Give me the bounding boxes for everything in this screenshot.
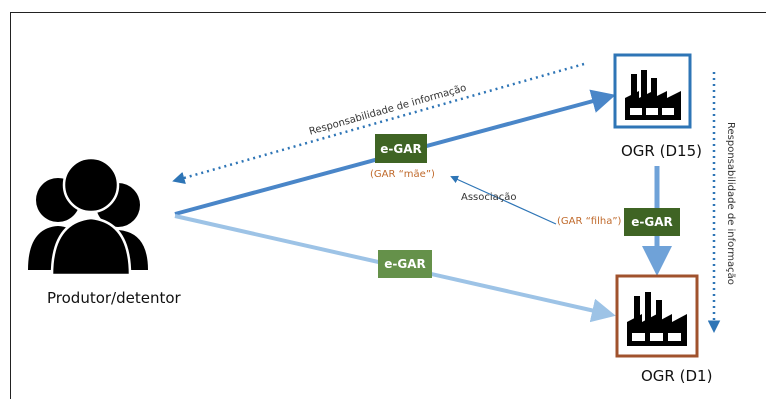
factory-icon: [625, 70, 681, 120]
associacao-label: Associação: [461, 192, 517, 203]
factory-icon: [627, 292, 687, 346]
ogr-d15-factory-node[interactable]: [613, 53, 692, 129]
producer-label: Produtor/detentor: [47, 289, 181, 307]
producer-people-icon: [28, 156, 148, 277]
frame-left-border: [10, 12, 11, 399]
egar-badge-bottom[interactable]: e-GAR: [378, 250, 432, 278]
gar-filha-label: (GAR “filha”): [557, 216, 622, 227]
ogr-d1-factory-node[interactable]: [615, 274, 699, 358]
responsabilidade-label-right: Responsabilidade de informação: [725, 122, 736, 285]
gar-mae-label: (GAR “mãe”): [370, 169, 435, 180]
egar-badge-top[interactable]: e-GAR: [375, 134, 427, 163]
ogr-d1-label: OGR (D1): [641, 367, 713, 385]
dotted-arrow-responsibility-top: [172, 62, 585, 184]
egar-badge-child[interactable]: e-GAR: [624, 208, 680, 236]
frame-top-border: [10, 12, 766, 13]
ogr-d15-label: OGR (D15): [621, 142, 702, 160]
association-arrow: [450, 175, 557, 225]
